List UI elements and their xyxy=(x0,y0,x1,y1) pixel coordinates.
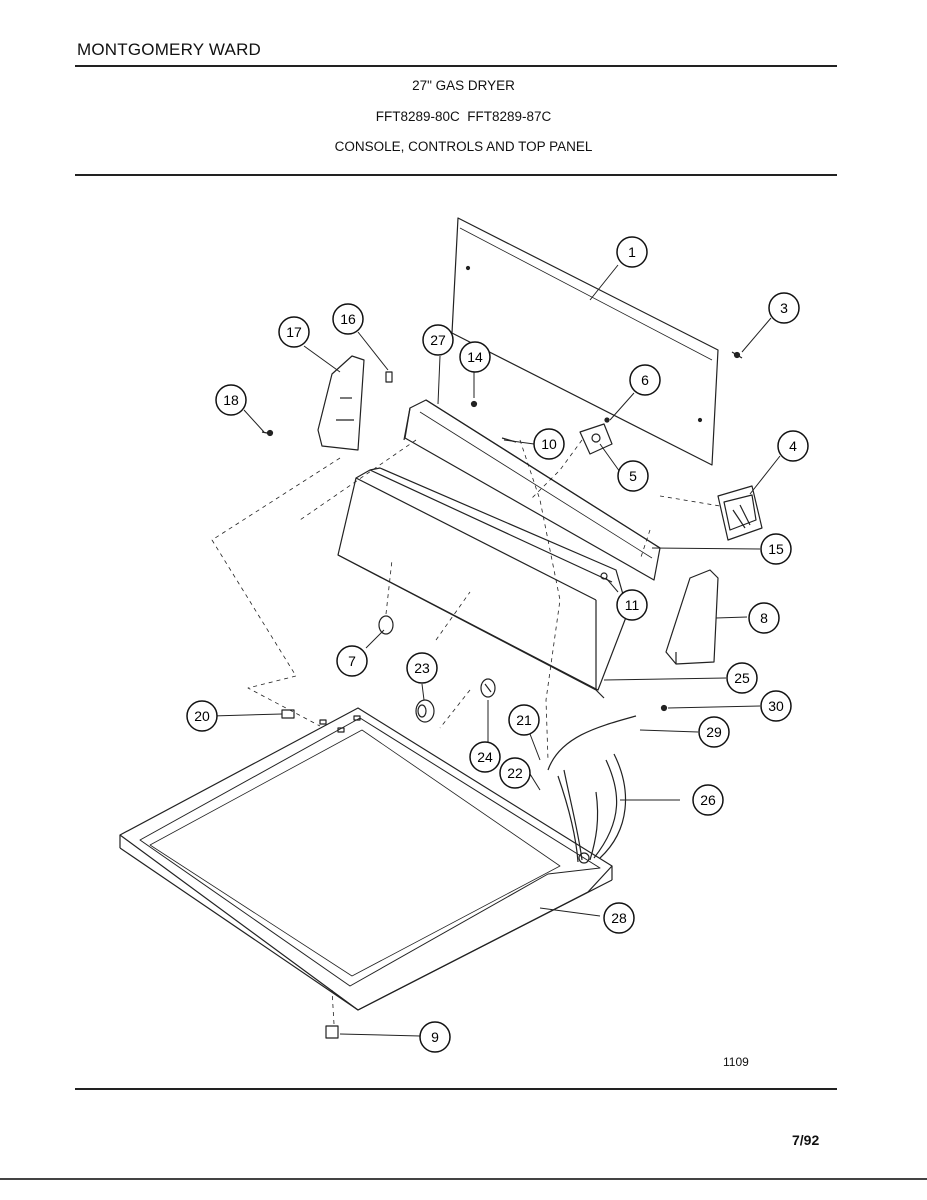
callout-23: 23 xyxy=(406,652,438,684)
part-back-panel xyxy=(451,217,719,466)
svg-text:22: 22 xyxy=(507,765,523,781)
header-rule-bottom xyxy=(75,174,837,176)
svg-text:17: 17 xyxy=(286,324,302,340)
callout-7: 7 xyxy=(336,645,368,677)
callout-14: 14 xyxy=(459,341,491,373)
part-switch xyxy=(579,417,613,455)
svg-text:5: 5 xyxy=(629,468,637,484)
callout-11: 11 xyxy=(616,589,648,621)
svg-text:9: 9 xyxy=(431,1029,439,1045)
svg-text:1: 1 xyxy=(628,244,636,260)
svg-text:10: 10 xyxy=(541,436,557,452)
svg-text:23: 23 xyxy=(414,660,430,676)
svg-text:7: 7 xyxy=(348,653,356,669)
callout-4: 4 xyxy=(777,430,809,462)
svg-text:29: 29 xyxy=(706,724,722,740)
callout-20: 20 xyxy=(186,700,218,732)
svg-text:14: 14 xyxy=(467,349,483,365)
svg-text:8: 8 xyxy=(760,610,768,626)
footer-rule-bottom xyxy=(0,1178,927,1180)
svg-text:15: 15 xyxy=(768,541,784,557)
callout-25: 25 xyxy=(726,662,758,694)
svg-text:21: 21 xyxy=(516,712,532,728)
model-numbers: FFT8289-80C FFT8289-87C xyxy=(375,109,552,124)
callout-10: 10 xyxy=(533,428,565,460)
part-wire-loop xyxy=(547,704,668,771)
callout-21: 21 xyxy=(508,704,540,736)
header-rule-top xyxy=(75,65,837,67)
part-left-endcap xyxy=(317,355,365,451)
part-top-panel xyxy=(119,707,613,1011)
svg-text:30: 30 xyxy=(768,698,784,714)
svg-text:4: 4 xyxy=(789,438,797,454)
callout-18: 18 xyxy=(215,384,247,416)
svg-text:27: 27 xyxy=(430,332,446,348)
callout-9: 9 xyxy=(419,1021,451,1053)
callout-1: 1 xyxy=(616,236,648,268)
part-timer xyxy=(717,485,763,541)
callout-8: 8 xyxy=(748,602,780,634)
part-right-endcap xyxy=(665,569,719,665)
callout-16: 16 xyxy=(332,303,364,335)
callout-30: 30 xyxy=(760,690,792,722)
part-wire-harness xyxy=(557,753,627,864)
callout-17: 17 xyxy=(278,316,310,348)
callout-28: 28 xyxy=(603,902,635,934)
svg-text:6: 6 xyxy=(641,372,649,388)
callout-29: 29 xyxy=(698,716,730,748)
callout-6: 6 xyxy=(629,364,661,396)
figure-number: 1109 xyxy=(723,1055,749,1069)
product-title: 27" GAS DRYER xyxy=(412,78,515,93)
part-console-channel xyxy=(403,399,661,581)
part-knobs xyxy=(378,615,496,723)
callout-26: 26 xyxy=(692,784,724,816)
part-hinge xyxy=(325,1025,339,1039)
svg-text:18: 18 xyxy=(223,392,239,408)
footer-rule-top xyxy=(75,1088,837,1090)
svg-text:3: 3 xyxy=(780,300,788,316)
callout-15: 15 xyxy=(760,533,792,565)
svg-text:16: 16 xyxy=(340,311,356,327)
callout-5: 5 xyxy=(617,460,649,492)
callout-bubbles: 1 3 4 5 6 7 8 9 10 11 14 15 16 17 18 20 … xyxy=(186,236,809,1053)
part-screw xyxy=(731,351,743,359)
callout-leaders xyxy=(211,264,781,1037)
svg-text:24: 24 xyxy=(477,749,493,765)
callout-27: 27 xyxy=(422,324,454,356)
date-code: 7/92 xyxy=(792,1132,820,1148)
svg-text:11: 11 xyxy=(625,597,640,613)
svg-text:25: 25 xyxy=(734,670,750,686)
assembly-guide-lines xyxy=(211,439,721,1025)
svg-text:26: 26 xyxy=(700,792,716,808)
callout-22: 22 xyxy=(499,757,531,789)
callout-3: 3 xyxy=(768,292,800,324)
section-title: CONSOLE, CONTROLS AND TOP PANEL xyxy=(334,139,593,154)
brand-name: MONTGOMERY WARD xyxy=(77,40,262,59)
svg-text:28: 28 xyxy=(611,910,627,926)
callout-24: 24 xyxy=(469,741,501,773)
svg-text:20: 20 xyxy=(194,708,210,724)
